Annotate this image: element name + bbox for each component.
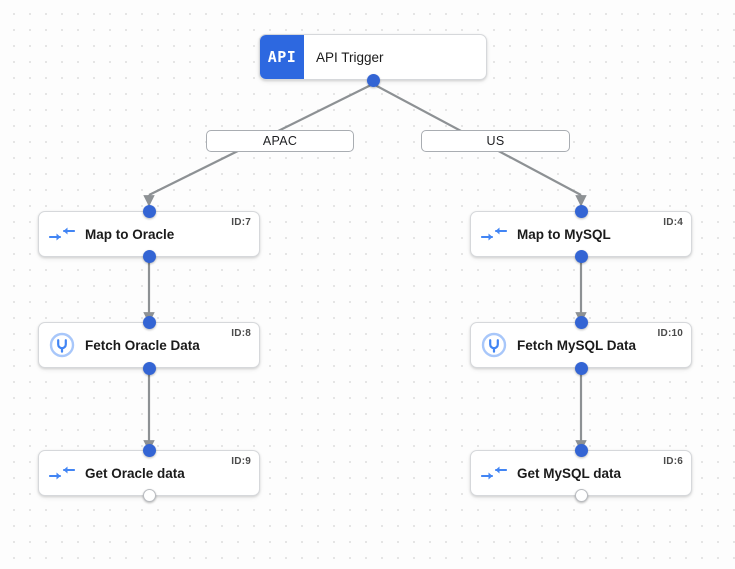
map-arrows-icon [39,464,85,482]
port-in-map-to-oracle[interactable] [143,205,156,218]
port-out-fetch-mysql-data[interactable] [575,362,588,375]
node-fetch-oracle-data-label: Fetch Oracle Data [85,337,200,353]
node-get-mysql-data-id: ID:6 [663,456,683,467]
node-map-to-mysql-id: ID:4 [663,217,683,228]
branch-label-us-text: US [486,134,505,148]
port-out-api-trigger[interactable] [367,74,380,87]
node-map-to-oracle-id: ID:7 [231,217,251,228]
api-badge-icon: API [260,35,304,79]
node-map-to-oracle-label: Map to Oracle [85,226,175,242]
node-fetch-mysql-data-id: ID:10 [657,328,683,339]
map-arrows-icon [471,225,517,243]
node-fetch-oracle-data-id: ID:8 [231,328,251,339]
database-plug-icon [471,332,517,358]
branch-label-apac-text: APAC [262,134,298,148]
port-in-fetch-mysql-data[interactable] [575,316,588,329]
node-get-mysql-data-label: Get MySQL data [517,465,622,481]
map-arrows-icon [471,464,517,482]
port-out-map-to-oracle[interactable] [143,250,156,263]
port-in-get-oracle-data[interactable] [143,444,156,457]
node-api-trigger-label: API Trigger [316,49,384,65]
node-get-oracle-data-id: ID:9 [231,456,251,467]
database-plug-icon [39,332,85,358]
port-out-get-oracle-data[interactable] [143,489,156,502]
map-arrows-icon [39,225,85,243]
port-out-get-mysql-data[interactable] [575,489,588,502]
node-map-to-mysql-label: Map to MySQL [517,226,611,242]
node-fetch-mysql-data-label: Fetch MySQL Data [517,337,637,353]
port-in-fetch-oracle-data[interactable] [143,316,156,329]
node-map-to-mysql[interactable]: Map to MySQL ID:4 [470,211,692,257]
node-get-mysql-data[interactable]: Get MySQL data ID:6 [470,450,692,496]
node-get-oracle-data-label: Get Oracle data [85,465,185,481]
branch-label-us[interactable]: US [421,130,570,152]
node-fetch-oracle-data[interactable]: Fetch Oracle Data ID:8 [38,322,260,368]
branch-label-apac[interactable]: APAC [206,130,354,152]
port-in-get-mysql-data[interactable] [575,444,588,457]
port-out-fetch-oracle-data[interactable] [143,362,156,375]
api-badge-text: API [267,48,297,66]
port-out-map-to-mysql[interactable] [575,250,588,263]
node-get-oracle-data[interactable]: Get Oracle data ID:9 [38,450,260,496]
port-in-map-to-mysql[interactable] [575,205,588,218]
